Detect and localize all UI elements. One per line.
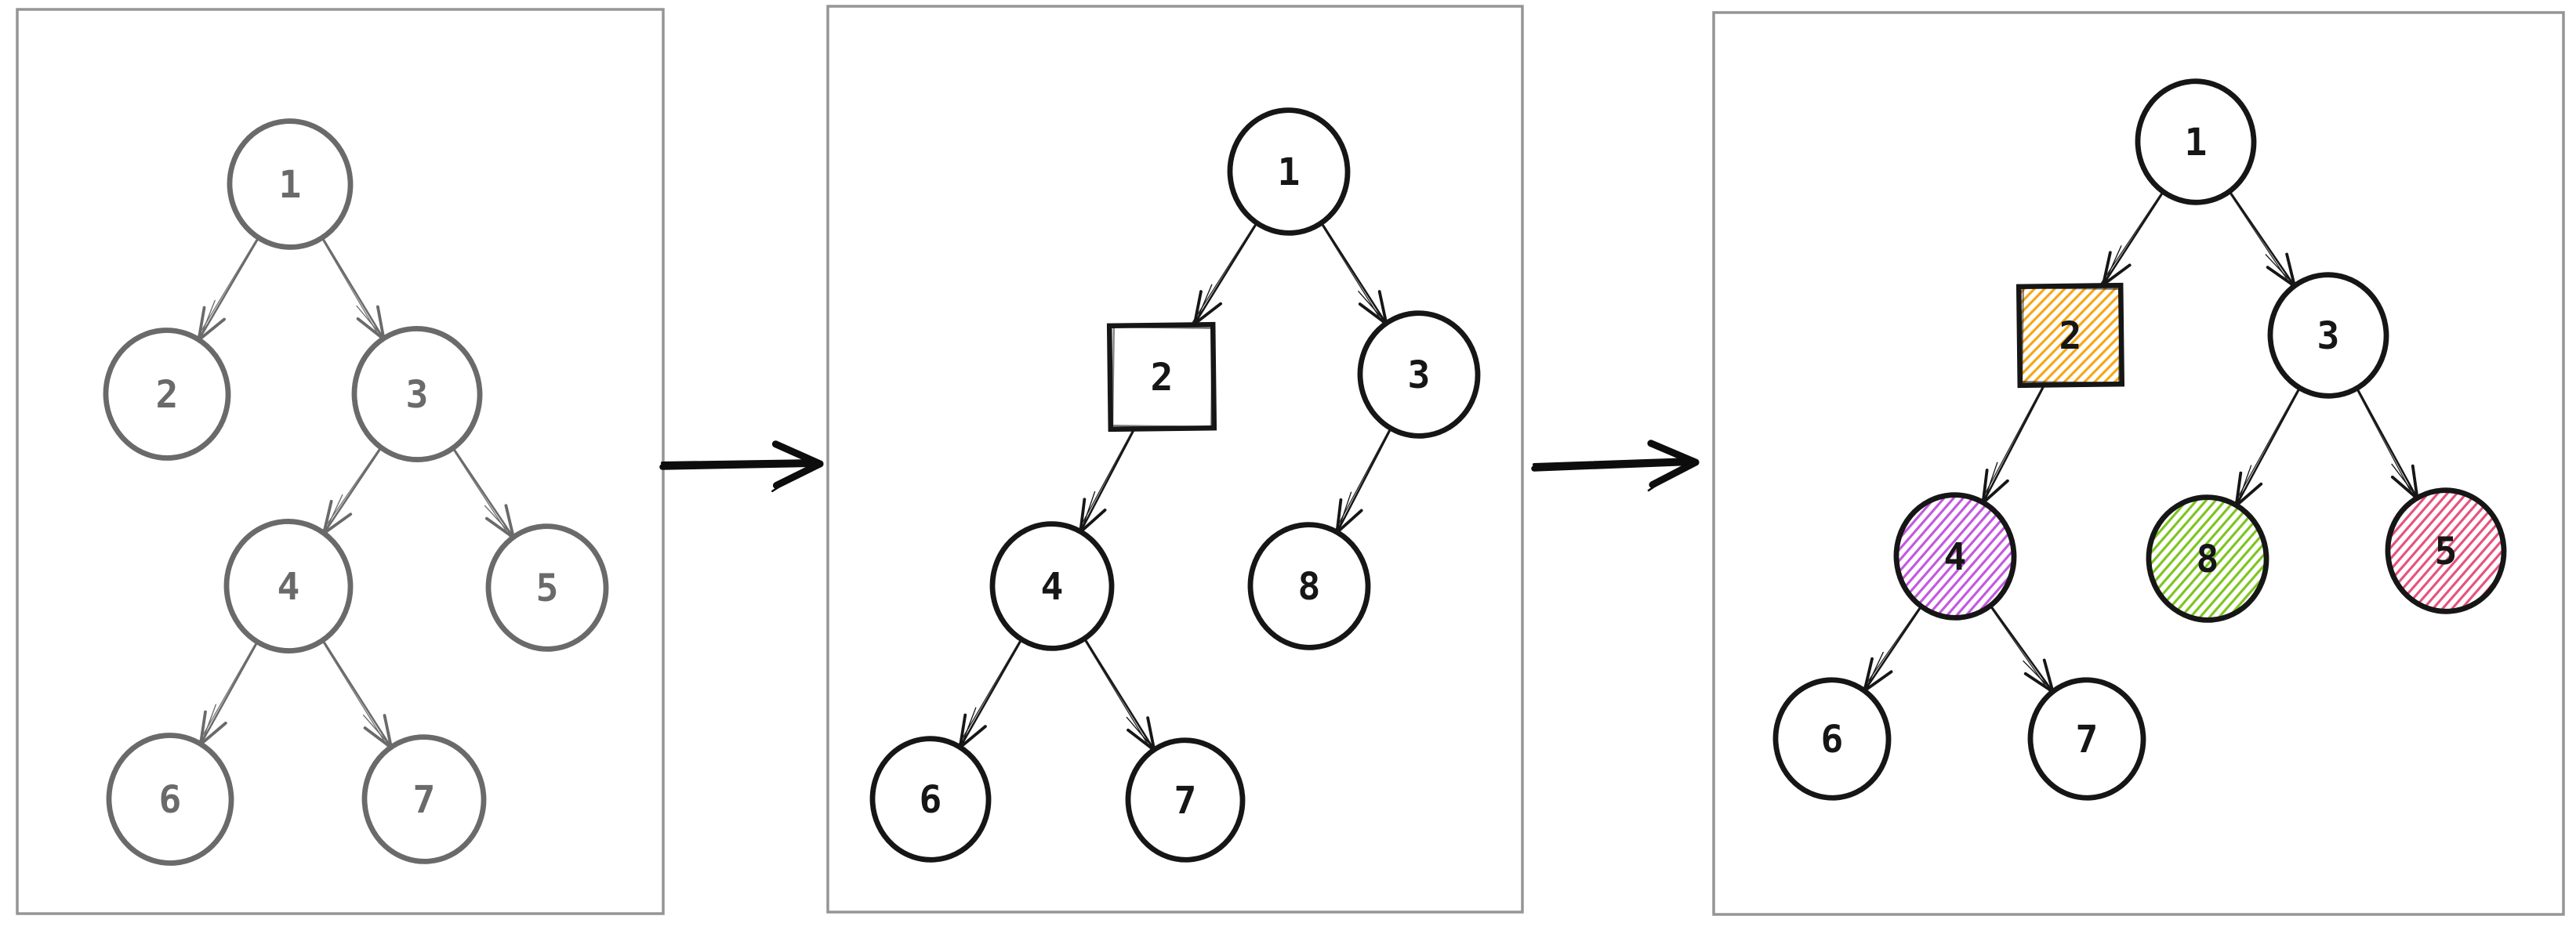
tree-edge-2-4	[1980, 386, 2045, 505]
panel-frame	[1712, 11, 2565, 916]
tree-node-4: 4	[1893, 492, 2017, 621]
tree-edge-4-6	[198, 641, 259, 746]
node-label: 1	[2185, 121, 2208, 165]
node-label: 6	[920, 778, 942, 822]
tree-node-2: 2	[103, 328, 231, 461]
tree-node-6: 6	[106, 733, 234, 866]
node-label: 2	[156, 373, 179, 417]
tree-edge-1-2	[1192, 223, 1258, 326]
tree-edge-1-3	[1320, 222, 1388, 326]
tree-edge-4-7	[1083, 637, 1156, 752]
tree-node-8: 8	[1247, 522, 1371, 650]
tree-node-1: 1	[227, 118, 354, 250]
node-label: 2	[1151, 356, 1174, 400]
tree-node-7: 7	[2027, 677, 2146, 801]
node-label: 1	[1278, 150, 1301, 194]
tree-node-4: 4	[223, 519, 354, 653]
node-label: 3	[406, 373, 429, 417]
tree-node-6: 6	[869, 736, 992, 863]
tree-node-4: 4	[989, 521, 1115, 651]
tree-edge-3-5	[452, 447, 515, 540]
tree-edge-1-3	[2228, 190, 2296, 288]
tree-edge-3-4	[321, 447, 383, 535]
tree-edge-3-8	[1333, 427, 1392, 534]
node-label: 5	[2435, 530, 2458, 574]
node-label: 1	[279, 163, 302, 207]
panel-step-2-restructured-tree: 1 2 3 4 8 6 7	[826, 5, 1524, 914]
tree-node-2: 2	[2015, 282, 2125, 389]
tree-edge-1-2	[195, 237, 259, 342]
node-label: 7	[413, 778, 436, 822]
tree-edge-4-7	[1989, 605, 2055, 694]
tree-node-3: 3	[1357, 310, 1481, 439]
tree-node-3: 3	[351, 326, 483, 462]
tree-edge-3-5	[2356, 387, 2419, 501]
tree-edge-2-4	[1077, 429, 1135, 534]
node-label: 6	[159, 778, 182, 822]
node-label: 6	[1821, 718, 1844, 762]
node-label: 5	[536, 567, 559, 610]
panel-frame	[826, 5, 1524, 914]
tree-node-7: 7	[1125, 737, 1246, 863]
node-label: 4	[1944, 535, 1967, 579]
panel-transition-arrow-1	[659, 440, 824, 493]
tree-node-3: 3	[2267, 272, 2389, 399]
tree-node-1: 1	[1227, 107, 1351, 236]
tree-edge-1-2	[2100, 191, 2164, 287]
tree-node-6: 6	[1772, 677, 1892, 801]
panel-step-1-original-tree: 1 2 3 4 5 6 7	[16, 8, 665, 915]
node-label: 7	[2076, 718, 2099, 762]
tree-node-1: 1	[2135, 78, 2257, 205]
node-label: 8	[2197, 538, 2219, 581]
tree-node-8: 8	[2146, 494, 2269, 623]
node-label: 4	[1041, 565, 1064, 609]
tree-node-2: 2	[1106, 321, 1217, 433]
node-label: 8	[1298, 565, 1321, 609]
node-label: 3	[1408, 353, 1431, 397]
tree-node-5: 5	[2385, 487, 2507, 614]
tree-edge-3-8	[2233, 387, 2301, 508]
tree-node-7: 7	[361, 734, 487, 864]
tree-node-5: 5	[485, 523, 609, 652]
tree-edge-1-3	[321, 237, 386, 342]
tree-edge-4-7	[321, 639, 394, 750]
panel-transition-arrow-2	[1531, 440, 1700, 492]
tree-edge-4-6	[957, 639, 1023, 749]
tree-edge-4-6	[1862, 606, 1922, 693]
node-label: 7	[1174, 779, 1197, 823]
node-label: 4	[278, 565, 300, 609]
diagram-root: 1 2 3 4 5 6 7 1 2 3 4 8 6 7 1 2 3 4 8 5 6 7	[16, 5, 2565, 916]
panel-step-3-highlighted-tree: 1 2 3 4 8 5 6 7	[1712, 11, 2565, 916]
node-label: 2	[2059, 314, 2082, 358]
node-label: 3	[2317, 314, 2340, 358]
